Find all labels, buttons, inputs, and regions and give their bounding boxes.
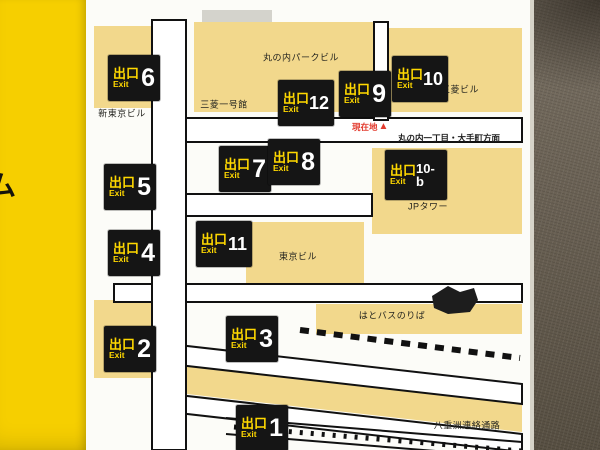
exit-en-label: Exit	[109, 188, 125, 199]
exit-number: 12	[309, 93, 330, 113]
side-text: ム	[0, 170, 17, 201]
exit-en-label: Exit	[241, 429, 257, 440]
exit-en-label: Exit	[113, 254, 129, 265]
exit-jp-label: 出口	[231, 326, 258, 342]
exit-jp-label: 出口	[241, 415, 268, 431]
exit-en-label: Exit	[231, 340, 247, 351]
current-location-marker: 現在地 ▲	[352, 121, 388, 133]
exit-jp-label: 出口	[113, 65, 140, 81]
label-mitsubishi-ichigokan: 三菱一号館	[200, 99, 248, 110]
exit-number: 4	[141, 238, 155, 267]
exit-jp-label: 出口	[224, 156, 251, 172]
exit-en-label: Exit	[201, 245, 217, 256]
exit-jp-label: 出口	[113, 240, 140, 256]
exit-number: 5	[137, 172, 151, 201]
label-jp-tower: JPタワー	[407, 201, 449, 212]
exit-number: 2	[137, 334, 151, 363]
exit-en-label: Exit	[224, 170, 240, 181]
label-yaesu-passage: 八重洲連絡通路	[433, 420, 501, 431]
exit-jp-label: 出口	[201, 231, 228, 247]
exit-jp-label: 出口	[109, 336, 136, 352]
current-location-icon: ▲	[378, 121, 389, 132]
exit-jp-label: 出口	[283, 90, 310, 106]
exit-jp-label: 出口	[390, 162, 417, 178]
exit-en-label: Exit	[397, 80, 413, 91]
label-tokyo-bldg: 東京ビル	[278, 251, 318, 262]
label-mitsubishi-bldg: 三菱ビル	[440, 84, 480, 95]
exit-number: 3	[259, 324, 273, 353]
building-black-silhouette	[432, 286, 478, 314]
label-direction: 丸の内一丁目・大手町方面	[398, 133, 501, 143]
exit-en-label: Exit	[109, 350, 125, 361]
exit-en-label: Exit	[390, 176, 406, 187]
yaesu-tan-band	[152, 362, 522, 432]
street-horizontal-top	[151, 117, 523, 143]
exit-jp-label: 出口	[344, 81, 371, 97]
poster-yellow-border: ム	[0, 0, 86, 450]
exit-number: 9	[372, 79, 386, 108]
exit-en-label: Exit	[283, 104, 299, 115]
exit-number: 10-b	[416, 161, 435, 189]
label-shin-tokyo-bldg: 新東京ビル	[98, 108, 146, 119]
exit-en-label: Exit	[344, 95, 360, 106]
current-location-label: 現在地	[352, 122, 378, 132]
hato-bus-area	[316, 304, 522, 334]
label-marunouchi-park-bldg: 丸の内パークビル	[262, 52, 340, 63]
exit-number: 8	[301, 147, 315, 176]
exit-number: 10	[423, 69, 444, 89]
exit-jp-label: 出口	[273, 149, 300, 165]
exit-en-label: Exit	[273, 163, 289, 174]
exit-jp-label: 出口	[397, 66, 424, 82]
label-hato-bus-stop: はとバスのりば	[358, 310, 426, 321]
exit-number: 11	[227, 234, 247, 254]
map-panel: 丸の内パークビル 三菱ビル 新東京ビル 三菱一号館 JPタワー 東京ビル はとバ…	[86, 0, 534, 450]
street-horizontal-lower	[113, 283, 523, 303]
exit-en-label: Exit	[113, 79, 129, 90]
exit-number: 7	[252, 154, 266, 183]
exit-jp-label: 出口	[109, 174, 136, 190]
exit-number: 1	[269, 413, 283, 442]
building-tokyo-bldg	[246, 222, 364, 284]
yaesu-corridor-rungs	[233, 424, 523, 450]
exit-number: 6	[141, 63, 155, 92]
platform-dashes	[299, 327, 521, 361]
